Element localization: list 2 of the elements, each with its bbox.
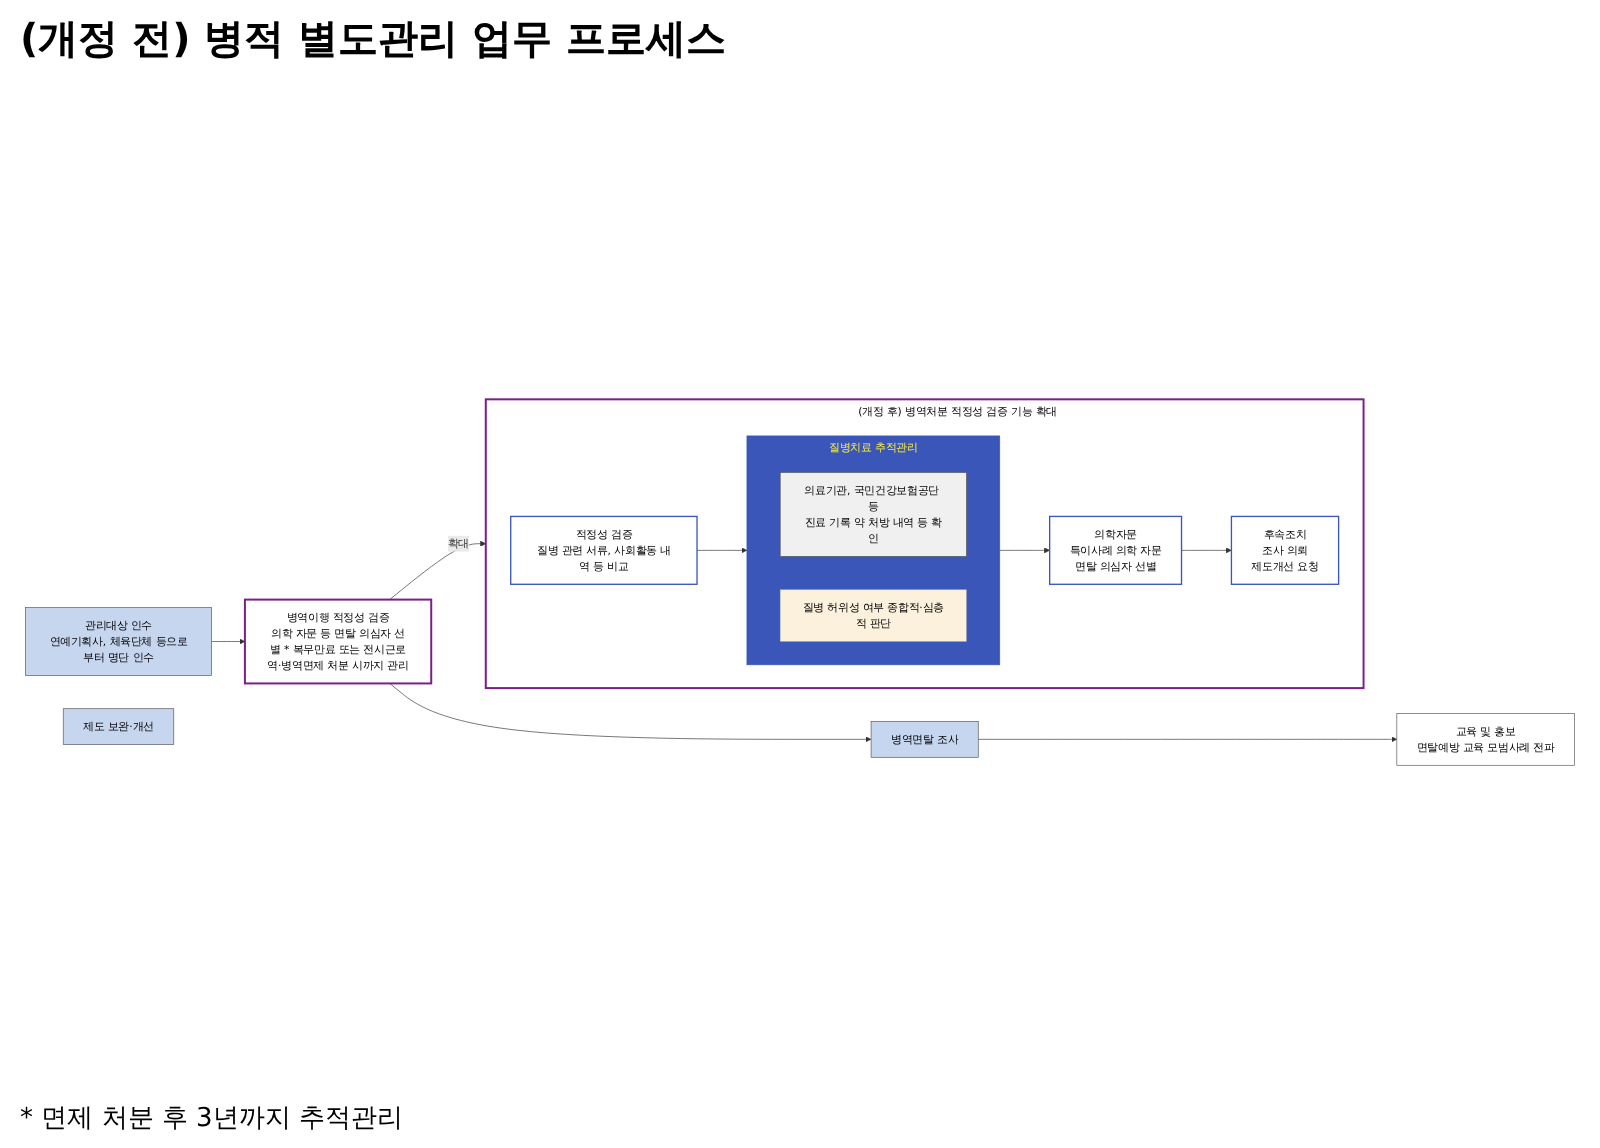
footnote: * 면제 처분 후 3년까지 추적관리 xyxy=(20,1102,405,1136)
diagram-title: (개정 전) 병적 별도관리 업무 프로세스 xyxy=(20,12,729,66)
